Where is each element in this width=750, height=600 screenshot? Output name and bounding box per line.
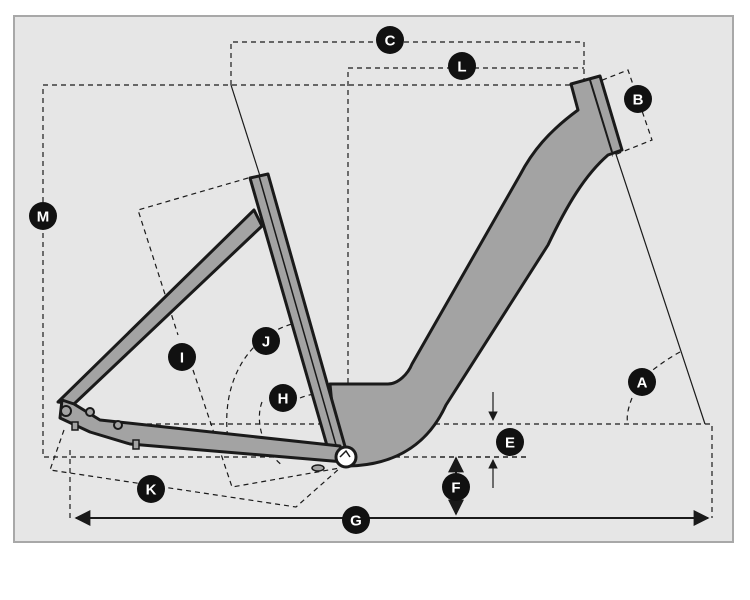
badge-j: J	[252, 327, 280, 355]
svg-text:H: H	[278, 391, 289, 408]
dimension-lines	[42, 41, 713, 518]
badge-b: B	[624, 85, 652, 113]
svg-text:K: K	[146, 482, 157, 499]
dimension-badges: C L B M J I H A E F K G	[29, 26, 656, 534]
badge-l: L	[448, 52, 476, 80]
badge-a: A	[628, 368, 656, 396]
badge-g: G	[342, 506, 370, 534]
svg-text:J: J	[262, 334, 270, 351]
badge-h: H	[269, 384, 297, 412]
svg-text:F: F	[451, 480, 460, 497]
badge-f: F	[442, 473, 470, 501]
svg-text:E: E	[505, 435, 515, 452]
bottom-bracket	[334, 445, 358, 469]
badge-k: K	[137, 475, 165, 503]
badge-i: I	[168, 343, 196, 371]
badge-m: M	[29, 202, 57, 230]
svg-text:G: G	[350, 513, 362, 530]
axis-lines	[230, 84, 706, 425]
svg-text:M: M	[37, 209, 50, 226]
badge-e: E	[496, 428, 524, 456]
svg-text:C: C	[385, 33, 396, 50]
svg-text:L: L	[457, 59, 466, 76]
bike-frame	[56, 74, 624, 472]
badge-c: C	[376, 26, 404, 54]
svg-text:B: B	[633, 92, 644, 109]
down-tube	[328, 74, 624, 468]
svg-text:A: A	[637, 375, 648, 392]
svg-text:I: I	[180, 350, 184, 367]
